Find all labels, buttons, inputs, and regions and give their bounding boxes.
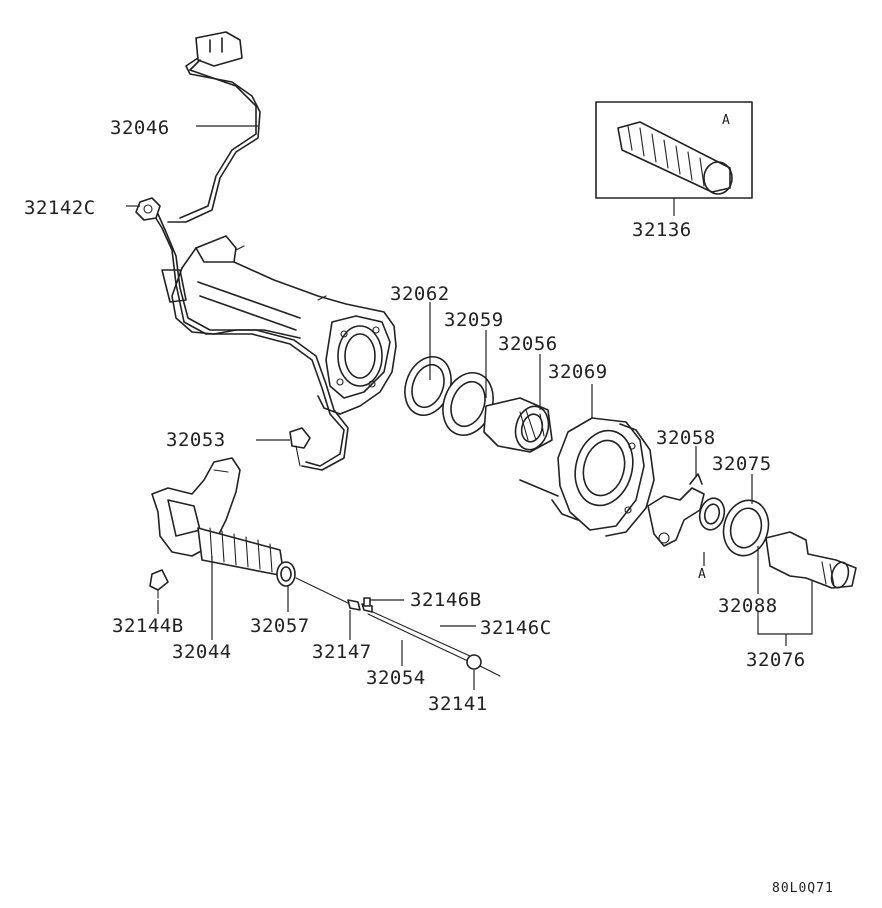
label-32059: 32059 <box>444 309 504 331</box>
label-32053: 32053 <box>166 429 226 451</box>
label-32144b: 32144B <box>112 615 184 637</box>
label-32136: 32136 <box>632 219 692 241</box>
label-32076: 32076 <box>746 649 806 671</box>
small-clip <box>149 569 169 599</box>
boot-and-rack <box>151 457 285 577</box>
reference-letter-a: A <box>698 567 707 582</box>
label-32046: 32046 <box>110 117 170 139</box>
housing-cover <box>519 417 655 537</box>
wire-harness <box>151 31 349 471</box>
label-32069: 32069 <box>548 361 608 383</box>
diagram-code: 80L0Q71 <box>772 881 834 896</box>
label-32141: 32141 <box>428 693 488 715</box>
label-32075: 32075 <box>712 453 772 475</box>
label-32044: 32044 <box>172 641 232 663</box>
output-shaft <box>765 531 857 589</box>
label-32088: 32088 <box>718 595 778 617</box>
valve-rotor <box>483 397 553 453</box>
label-32146b: 32146B <box>410 589 482 611</box>
tie-rod-assembly <box>295 577 501 677</box>
seal-rings <box>404 356 494 436</box>
bolt-clip <box>289 427 311 467</box>
leader-lines <box>126 125 813 690</box>
clamp <box>276 561 296 587</box>
washer-and-seals <box>698 497 770 557</box>
label-32147: 32147 <box>312 641 372 663</box>
label-32062: 32062 <box>390 283 450 305</box>
label-32058: 32058 <box>656 427 716 449</box>
label-32142c: 32142C <box>24 197 96 219</box>
label-32054: 32054 <box>366 667 426 689</box>
inset-letter: A <box>722 113 731 128</box>
label-32057: 32057 <box>250 615 310 637</box>
harness-clip <box>135 197 161 221</box>
bracket <box>647 473 705 547</box>
label-32056: 32056 <box>498 333 558 355</box>
gear-housing <box>161 235 397 415</box>
label-32146c: 32146C <box>480 617 552 639</box>
